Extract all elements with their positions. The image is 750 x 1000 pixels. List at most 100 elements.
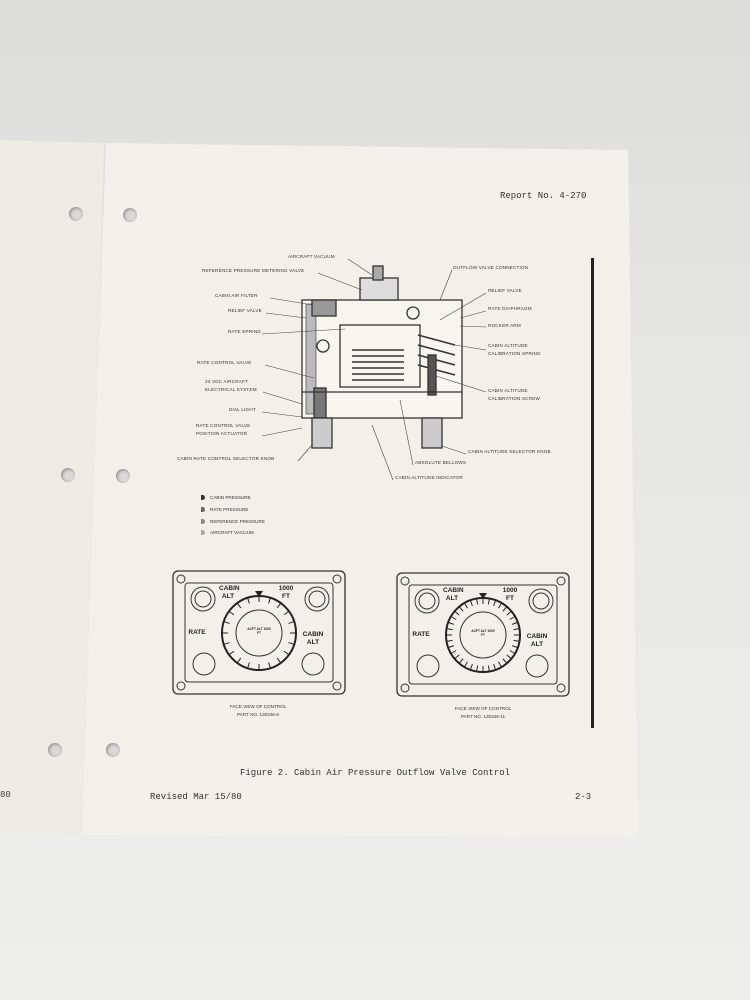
- rate-spring: [305, 303, 317, 415]
- label-rate-control-valve-2: RATE CONTROL VALVE: [196, 423, 251, 428]
- label-outflow-valve-connection: OUTFLOW VALVE CONNECTION: [453, 265, 529, 270]
- legend-item: AIRCRAFT VACUUM: [201, 530, 254, 536]
- aircraft-vacuum-icon: [201, 530, 205, 536]
- label-24vdc: 24 VDC AIRCRAFT: [205, 379, 249, 384]
- dial-tick: [223, 621, 230, 624]
- dial-tick: [464, 661, 468, 668]
- lamp-bezel: [190, 586, 216, 612]
- dial-tick: [469, 663, 473, 670]
- label-rate-selector-knob: CABIN RATE CONTROL SELECTOR KNOB: [177, 456, 275, 461]
- cabin-alt-knob: [525, 654, 549, 678]
- page-number: 2-3: [575, 792, 592, 802]
- label-calibration-spring: CALIBRATION SPRING: [488, 351, 541, 356]
- dial-tick: [509, 616, 516, 620]
- dial-tick: [283, 650, 290, 656]
- dial-tick: [509, 650, 516, 654]
- punch-hole: [48, 743, 62, 757]
- dial-tick: [493, 663, 497, 670]
- dial-tick: [247, 662, 250, 669]
- dial-tick: [247, 597, 250, 604]
- dial-tick: [450, 616, 457, 620]
- dial-tick: [236, 657, 242, 664]
- cabin-air-filter: [311, 299, 337, 317]
- rate-label: RATE: [188, 629, 206, 636]
- label-rocker-arm: ROCKER ARM: [488, 323, 521, 328]
- calibration-screw: [427, 354, 437, 396]
- dial-tick: [487, 598, 490, 605]
- rate-knob: [416, 654, 440, 678]
- legend-item: REFERENCE PRESSURE: [201, 519, 265, 525]
- reference-pressure-icon: [201, 519, 205, 525]
- label-cabin-altitude-indicator: CABIN ALTITUDE INDICATOR: [395, 475, 463, 480]
- label-reference-pressure-metering-valve: REFERENCE PRESSURE METERING VALVE: [202, 268, 305, 273]
- dial-tick: [236, 602, 242, 609]
- label-relief-valve: RELIEF VALVE: [228, 308, 262, 313]
- mounting-screw: [176, 681, 186, 691]
- dial-tick: [464, 602, 468, 609]
- dial-tick: [498, 602, 502, 609]
- mounting-screw: [332, 681, 342, 691]
- port: [406, 306, 420, 320]
- units-label: 1000 FT: [502, 587, 518, 602]
- dial-tick: [448, 621, 455, 625]
- cabin-pressure-icon: [201, 495, 205, 501]
- left-page-footer: 80: [0, 790, 11, 800]
- dial-tick: [446, 628, 453, 631]
- dial-tick: [487, 665, 490, 672]
- dial-tick: [502, 658, 508, 664]
- mounting-screw: [556, 683, 566, 693]
- mounting-screw: [400, 683, 410, 693]
- dial-tick: [513, 639, 520, 642]
- lamp-bezel: [414, 588, 440, 614]
- punch-hole: [123, 208, 137, 222]
- rate-knob: [192, 652, 216, 676]
- label-cabin-air-filter: CABIN AIR FILTER: [215, 293, 258, 298]
- label-rate-control-valve: RATE CONTROL VALVE: [197, 360, 252, 365]
- metering-valve-body: [359, 277, 399, 301]
- label-cabin-altitude-2: CABIN ALTITUDE: [488, 388, 528, 393]
- label-electrical-system: ELECTRICAL SYSTEM: [205, 387, 257, 392]
- punch-hole: [69, 207, 83, 221]
- dial-center-label: ACFT ALT 1000 FT: [247, 627, 271, 636]
- dial-tick: [454, 654, 460, 660]
- units-label: 1000 FT: [278, 585, 294, 600]
- label-altitude-selector-knob: CABIN ALTITUDE SELECTOR KNOB: [468, 449, 551, 454]
- absolute-bellows: [352, 349, 404, 381]
- dial-tick: [450, 650, 457, 654]
- punch-hole: [116, 469, 130, 483]
- figure-caption: Figure 2. Cabin Air Pressure Outflow Val…: [240, 768, 511, 778]
- dial-tick: [476, 598, 479, 605]
- label-rate-spring: RATE SPRING: [228, 329, 261, 334]
- mounting-screw: [556, 576, 566, 586]
- dial-tick: [288, 621, 295, 624]
- dial-tick: [223, 642, 230, 645]
- cabin-alt-knob-label: CABIN ALT: [302, 631, 324, 646]
- lamp-bezel: [304, 586, 330, 612]
- label-dial-light: DIAL LIGHT: [229, 407, 256, 412]
- vacuum-fitting: [372, 265, 384, 281]
- dial-tick: [493, 600, 497, 607]
- dial-tick: [513, 628, 520, 631]
- rate-selector-knob: [311, 417, 333, 449]
- dial-tick: [476, 665, 479, 672]
- label-cabin-altitude: CABIN ALTITUDE: [488, 343, 528, 348]
- mounting-screw: [176, 574, 186, 584]
- rate-pressure-icon: [201, 507, 205, 513]
- revision-date: Revised Mar 15/80: [150, 792, 242, 802]
- dial-tick: [448, 645, 455, 649]
- dial-tick: [511, 621, 518, 625]
- dial-tick: [506, 654, 512, 660]
- dial-tick: [288, 642, 295, 645]
- label-absolute-bellows: ABSOLUTE BELLOWS: [415, 460, 467, 465]
- leader-lines: [261, 258, 487, 481]
- mounting-screw: [332, 574, 342, 584]
- dial-tick: [268, 662, 271, 669]
- legend-item: CABIN PRESSURE: [201, 495, 251, 501]
- rate-label: RATE: [412, 631, 430, 638]
- dial-tick: [276, 602, 282, 609]
- cabin-alt-knob-label: CABIN ALT: [526, 633, 548, 648]
